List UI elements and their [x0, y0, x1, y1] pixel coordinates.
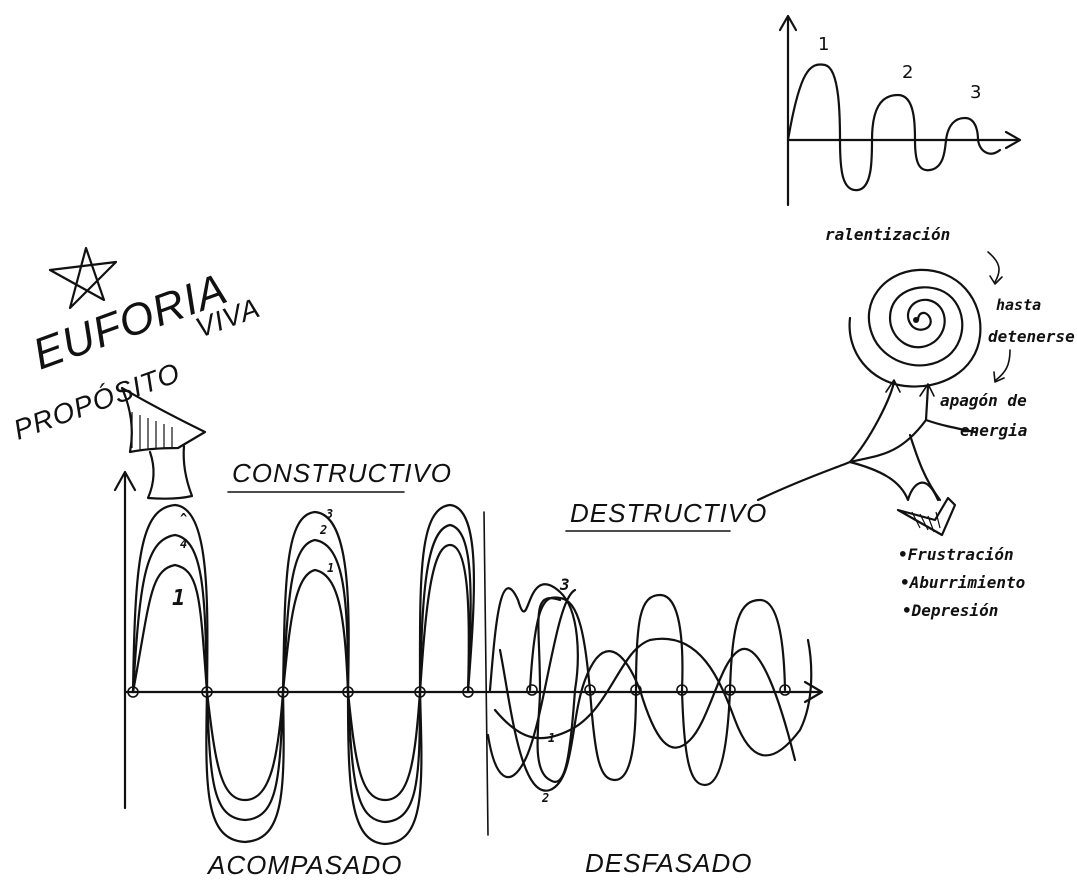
inset-peak-label-1: 1: [818, 34, 829, 55]
frustracion-label: •Frustración: [898, 545, 1014, 564]
constructive-waves: [133, 505, 474, 844]
left-wave-number-1: 1: [172, 586, 185, 611]
spiral-center: [913, 317, 919, 323]
left-wave-number-4: 4: [180, 537, 187, 551]
right-wave-number-3: 3: [559, 575, 570, 594]
detenerse-label: detenerse: [988, 327, 1075, 346]
euphoria-shape: [122, 388, 205, 499]
inset-peak-label-3: 3: [970, 82, 981, 103]
arrow-to-hasta: [988, 252, 999, 282]
mid-wave-number-1: 1: [327, 561, 334, 575]
apagon-label: apagón de: [940, 391, 1027, 410]
mid-wave-number-3: 3: [325, 507, 333, 521]
ralentizacion-label: ralentización: [825, 225, 950, 244]
mid-wave-number-2: 2: [319, 523, 327, 537]
aburrimiento-label: •Aburrimiento: [900, 573, 1025, 592]
desfasado-label: DESFASADO: [585, 848, 752, 878]
proposito-label: PROPÓSITO: [9, 357, 184, 446]
acompasado-label: ACOMPASADO: [206, 850, 402, 880]
left-wave-arrow-mark: ^: [180, 511, 187, 525]
depresion-label: •Depresión: [902, 601, 998, 620]
hasta-label: hasta: [996, 296, 1041, 314]
constructivo-title: CONSTRUCTIVO: [232, 458, 452, 488]
inset-damped-wave-chart: [780, 16, 1020, 205]
inset-peak-label-2: 2: [902, 62, 913, 83]
right-wave-number-1: 1: [548, 731, 555, 745]
right-wave-number-2: 2: [541, 791, 549, 805]
spiral-icon: [850, 270, 981, 387]
star-icon: [50, 248, 116, 308]
arrow-to-apagon: [996, 350, 1010, 380]
destructivo-title: DESTRUCTIVO: [570, 498, 767, 528]
